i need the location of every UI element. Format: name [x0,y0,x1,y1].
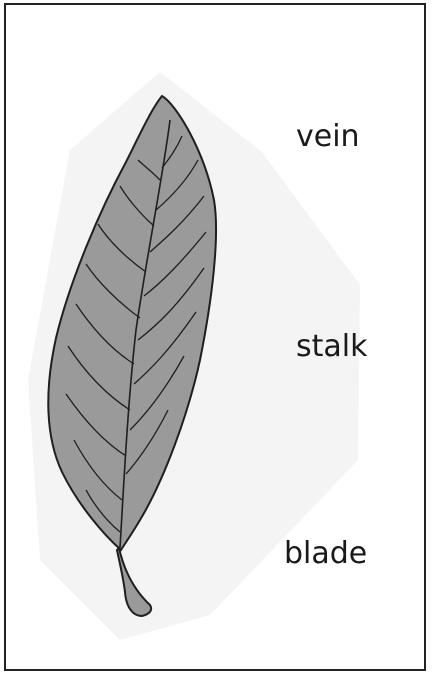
label-blade: blade [284,539,367,569]
label-stalk: stalk [296,332,367,362]
label-vein: vein [296,122,360,152]
